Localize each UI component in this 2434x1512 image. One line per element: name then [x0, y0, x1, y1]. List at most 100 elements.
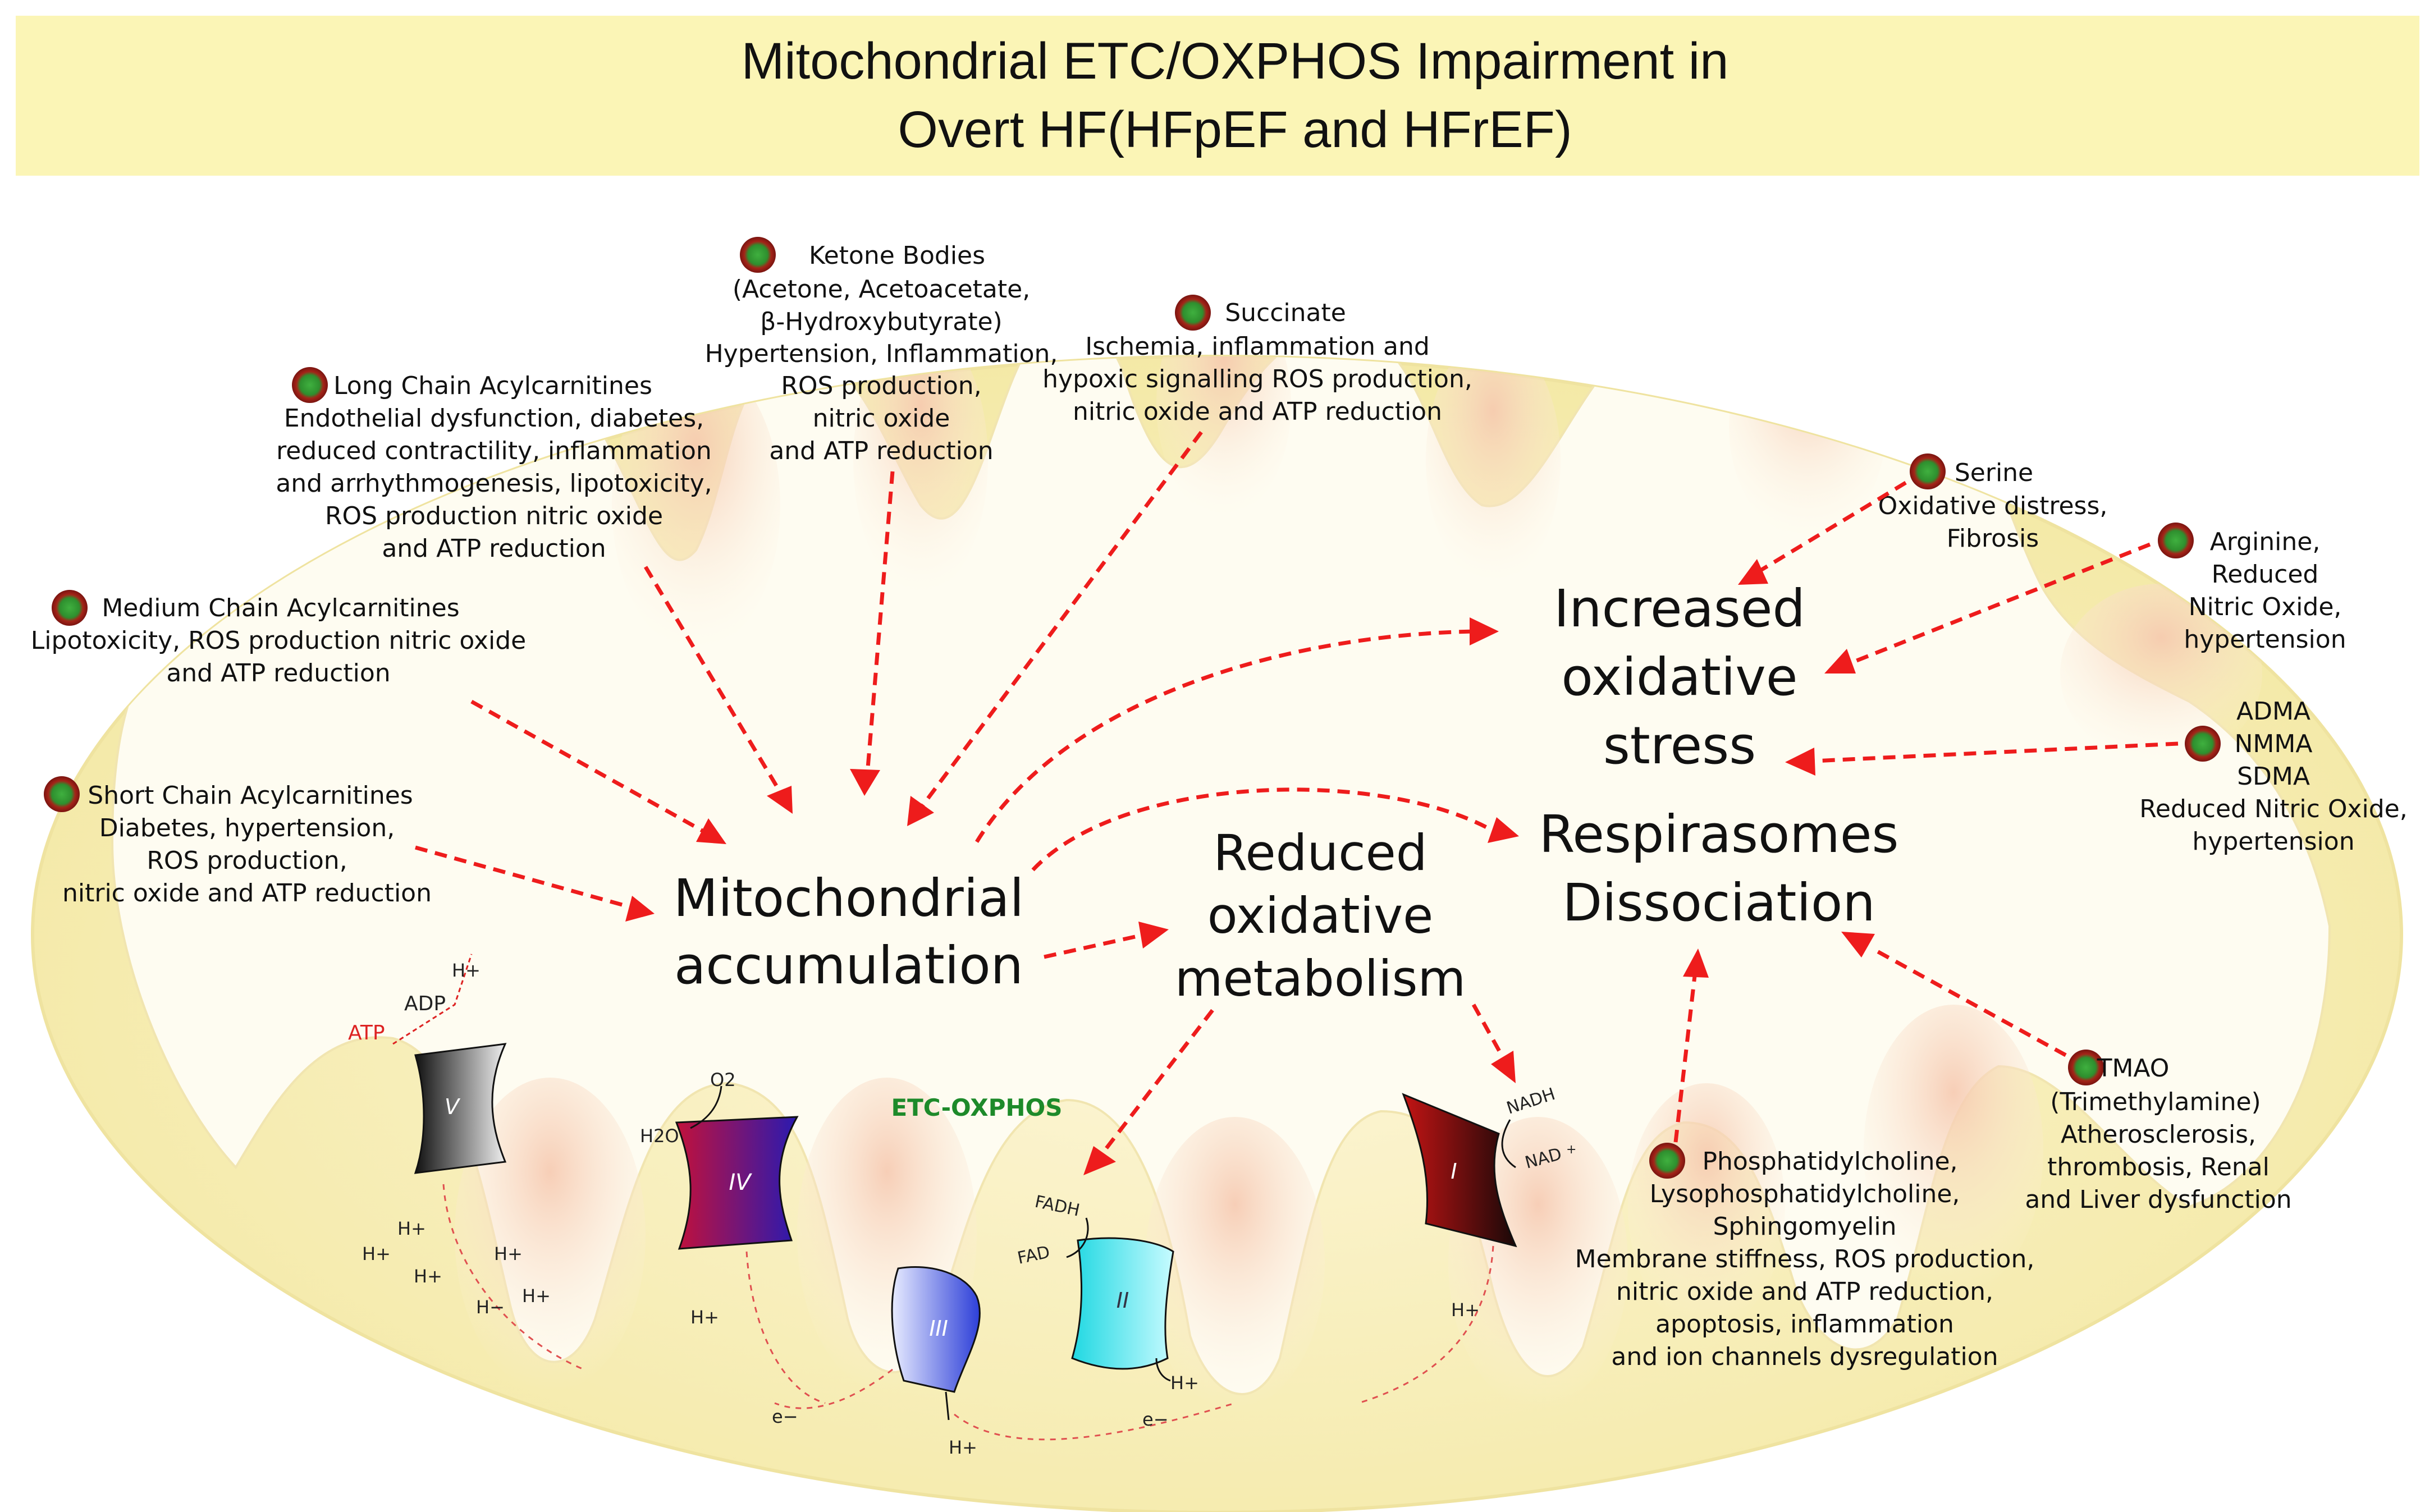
complex-ii-label: II	[1117, 1288, 1129, 1313]
label-e-minus: e−	[1142, 1409, 1169, 1430]
metabolite-line: hypoxic signalling ROS production,	[1042, 365, 1472, 393]
bullet-icon	[1175, 295, 1211, 331]
complex-iii-shape	[891, 1266, 981, 1393]
fold-shade	[1145, 1117, 1325, 1409]
metabolite-line: Oxidative distress,	[1878, 492, 2108, 520]
metabolite-line: Nitric Oxide,	[2189, 593, 2342, 621]
arrowhead	[1824, 649, 1856, 673]
complex-v-label: V	[445, 1094, 461, 1119]
arrowhead	[1683, 949, 1709, 978]
complex-ii-proton-arrow	[1155, 1358, 1171, 1382]
proton-flow	[442, 1184, 1494, 1441]
metabolite-line: hypertension	[2184, 625, 2346, 654]
bullet-icon	[1649, 1143, 1685, 1179]
proton-path	[954, 1402, 1236, 1441]
arrowhead	[1841, 932, 1875, 957]
fold-shade	[2060, 584, 2262, 763]
metabolite-line: nitric oxide and ATP reduction	[1073, 397, 1442, 426]
arrow-phospholipids-to-respirasomes	[1673, 970, 1698, 1143]
label-respirasomes-dissociation: Dissociation	[1562, 873, 1875, 933]
arrow-short-chain-to-accumulation	[415, 845, 635, 910]
fold-shade	[1156, 356, 1291, 516]
label-atp: ATP	[348, 1021, 385, 1044]
metabolite-arginine: Arginine, Reduced Nitric Oxide, hyperten…	[2184, 528, 2346, 654]
metabolite-medium-chain: Medium Chain Acylcarnitines Lipotoxicity…	[31, 594, 526, 688]
label-nad-superscript: +	[1566, 1143, 1576, 1157]
metabolite-line: reduced contractility, inflammation	[276, 437, 712, 465]
metabolite-short-chain: Short Chain Acylcarnitines Diabetes, hyp…	[62, 781, 432, 908]
metabolite-line: ROS production nitric oxide	[325, 502, 663, 530]
complex-i-label: I	[1451, 1159, 1457, 1184]
complex-iv-label: IV	[729, 1170, 752, 1195]
label-o2: O2	[710, 1069, 736, 1091]
metabolite-line: hypertension	[2192, 827, 2354, 856]
fold-shade	[853, 356, 988, 595]
arrowheads	[625, 559, 1875, 1175]
complex-iv-shape	[675, 1116, 799, 1250]
metabolite-line: Lipotoxicity, ROS production nitric oxid…	[31, 626, 526, 655]
arrow-accumulation-to-metabolism	[1044, 932, 1146, 959]
label-increased-oxidative-stress: stress	[1603, 716, 1756, 776]
label-increased-oxidative-stress: Increased	[1554, 579, 1805, 639]
metabolite-line: and ATP reduction	[166, 659, 390, 688]
fold-shade	[1864, 1005, 2043, 1296]
metabolite-line: (Trimethylamine)	[2050, 1088, 2261, 1116]
title-line-2: Overt HF(HFpEF and HFrEF)	[898, 101, 1572, 158]
fad-arrow	[1066, 1217, 1089, 1258]
arrowhead	[1470, 617, 1499, 645]
metabolite-line: Membrane stiffness, ROS production,	[1575, 1245, 2035, 1273]
arrows	[415, 430, 2179, 1158]
arrow-ketone-to-accumulation	[865, 471, 895, 775]
metabolite-line: Lysophosphatidylcholine,	[1650, 1180, 1960, 1208]
label-h-plus: H+	[1451, 1299, 1480, 1321]
label-h-plus: H+	[690, 1307, 719, 1328]
mitochondrion	[31, 355, 2403, 1512]
proton-path	[1358, 1245, 1494, 1404]
metabolite-line: thrombosis, Renal	[2047, 1153, 2270, 1181]
complex-iv: IV O2 H2O	[640, 1069, 799, 1250]
metabolite-line: Succinate	[1225, 299, 1346, 327]
bullet-icon	[2158, 523, 2194, 558]
proton-labels: H+ H+ H+ H+ H+ H− H+ e− H+ H+ e− H+	[362, 1218, 1480, 1458]
metabolite-line: Ischemia, inflammation and	[1085, 332, 1430, 361]
metabolite-succinate: Succinate Ischemia, inflammation and hyp…	[1042, 299, 1472, 426]
complex-iii-label: III	[929, 1316, 948, 1341]
bullet-icon	[1910, 453, 1946, 489]
arrowhead	[850, 769, 880, 796]
metabolite-line: Serine	[1955, 459, 2033, 487]
arrow-metabolism-to-complex-ii	[1099, 1009, 1214, 1158]
metabolite-line: nitric oxide	[813, 404, 950, 433]
bullet-icon	[740, 237, 776, 273]
metabolite-line: SDMA	[2237, 762, 2310, 791]
arrowhead	[625, 896, 655, 922]
label-reduced-oxidative-metabolism: metabolism	[1175, 950, 1466, 1007]
metabolite-line: and ATP reduction	[769, 437, 993, 465]
label-reduced-oxidative-metabolism: oxidative	[1207, 887, 1434, 945]
label-h-plus: H+	[949, 1437, 977, 1458]
arrow-medium-chain-to-accumulation	[470, 699, 708, 836]
metabolite-line: and Liver dysfunction	[2025, 1185, 2291, 1214]
complex-v-shape	[414, 1043, 507, 1174]
label-mitochondrial-accumulation: accumulation	[674, 936, 1023, 996]
metabolite-ketone-bodies: Ketone Bodies (Acetone, Acetoacetate, β-…	[705, 241, 1058, 465]
arrow-long-chain-to-accumulation	[643, 566, 785, 798]
metabolite-line: TMAO	[2097, 1054, 2170, 1083]
complex-i-shape	[1402, 1093, 1517, 1248]
metabolite-line: Short Chain Acylcarnitines	[88, 781, 413, 810]
arrowhead	[1491, 1051, 1516, 1083]
metabolite-line: nitric oxide and ATP reduction,	[1616, 1277, 1993, 1306]
label-h-plus: H+	[494, 1243, 523, 1264]
metabolite-line: Arginine,	[2210, 528, 2321, 556]
metabolite-line: and arrhythmogenesis, lipotoxicity,	[276, 469, 712, 498]
fold-shade	[1426, 356, 1561, 584]
arrow-tmao-to-respirasomes	[1871, 946, 2067, 1057]
complex-v: V H+ ADP ATP	[348, 954, 507, 1174]
arrowhead	[767, 786, 793, 814]
title-banner: Mitochondrial ETC/OXPHOS Impairment in O…	[16, 16, 2419, 176]
metabolite-line: and ion channels dysregulation	[1611, 1343, 1998, 1371]
label-h-plus: H+	[397, 1218, 426, 1239]
arrow-accumulation-to-respirasomes	[1031, 787, 1489, 872]
title-background	[16, 16, 2419, 176]
metabolite-line: Endothelial dysfunction, diabetes,	[284, 404, 704, 433]
oxygen-arrow	[690, 1085, 722, 1129]
